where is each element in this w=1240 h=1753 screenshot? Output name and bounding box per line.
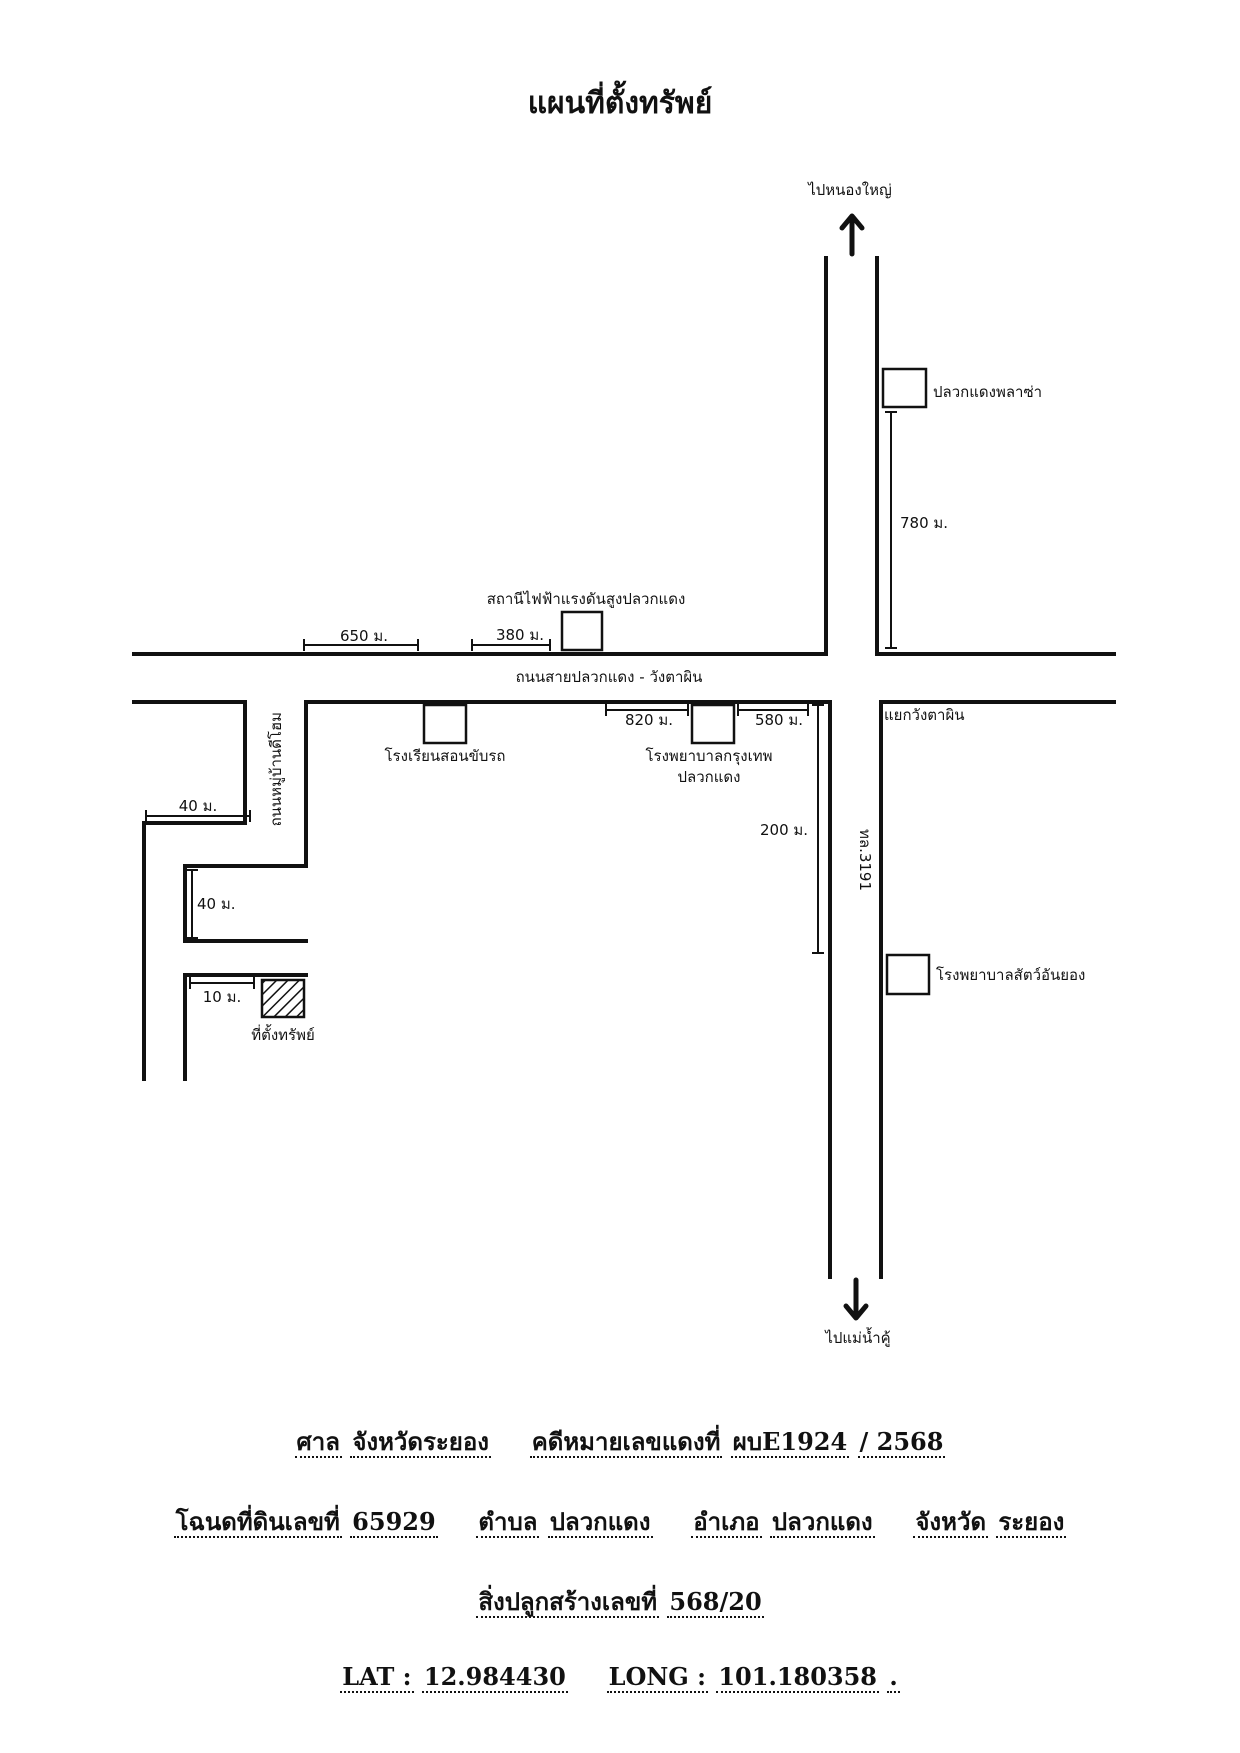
building-number: 568/20 [667, 1587, 764, 1618]
north-label: ไปหนองใหญ่ [807, 181, 892, 199]
court-case-line: ศาล จังหวัดระยอง คดีหมายเลขแดงที่ ผบE192… [0, 1422, 1240, 1461]
amphoe-prefix: อำเภอ [691, 1507, 762, 1538]
long-label: LONG : [606, 1662, 708, 1693]
driving-school-label: โรงเรียนสอนขับรถ [385, 747, 506, 765]
plaza-label: ปลวกแดงพลาซ่า [933, 383, 1042, 401]
dimension-markers [145, 411, 897, 989]
case-number: ผบE1924 [730, 1427, 850, 1458]
province: ระยอง [996, 1507, 1067, 1538]
distance-650: 650 ม. [340, 627, 388, 645]
vet-hospital-marker [885, 953, 931, 996]
end-mark: . [887, 1662, 900, 1693]
distance-40-top: 40 ม. [179, 797, 218, 815]
case-year: / 2568 [857, 1427, 946, 1458]
hospital-marker [690, 703, 736, 745]
long-value: 101.180358 [716, 1662, 880, 1693]
hospital-label-line2: ปลวกแดง [678, 768, 741, 786]
page-title: แผนที่ตั้งทรัพย์ [527, 86, 713, 121]
distance-380: 380 ม. [496, 626, 544, 644]
building-line: สิ่งปลูกสร้างเลขที่ 568/20 [0, 1582, 1240, 1621]
tambon: ปลวกแดง [547, 1507, 653, 1538]
distance-580: 580 ม. [755, 711, 803, 729]
deed-number: 65929 [350, 1507, 438, 1538]
distance-10: 10 ม. [203, 988, 242, 1006]
substation-label: สถานีไฟฟ้าแรงดันสูงปลวกแดง [487, 590, 686, 608]
lat-value: 12.984430 [421, 1662, 568, 1693]
main-road-label: ถนนสายปลวกแดง - วังตาผิน [516, 668, 703, 686]
distance-40-side: 40 ม. [197, 895, 236, 913]
driving-school-marker [422, 703, 468, 745]
side-road-west-edge [142, 700, 247, 1081]
arrow-down-icon [843, 1277, 869, 1321]
tambon-prefix: ตำบล [476, 1507, 540, 1538]
deed-line: โฉนดที่ดินเลขที่ 65929 ตำบล ปลวกแดง อำเภ… [0, 1502, 1240, 1541]
province-prefix: จังหวัด [913, 1507, 989, 1538]
distance-780: 780 ม. [900, 514, 948, 532]
side-road-label: ถนนหมู่บ้านดีโฮม [267, 712, 285, 826]
highway-label: ทล.3191 [856, 829, 874, 891]
south-label: ไปแม่น้ำคู้ [824, 1327, 890, 1347]
arrow-up-icon [839, 213, 865, 257]
lat-label: LAT : [340, 1662, 414, 1693]
case-prefix: คดีหมายเลขแดงที่ [529, 1427, 723, 1458]
distance-200: 200 ม. [760, 821, 808, 839]
property-label: ที่ตั้งทรัพย์ [251, 1024, 315, 1044]
building-prefix: สิ่งปลูกสร้างเลขที่ [476, 1587, 660, 1618]
plaza-marker [881, 367, 928, 409]
court-prefix: ศาล [294, 1427, 342, 1458]
court-province: จังหวัดระยอง [350, 1427, 491, 1458]
junction-label: แยกวังตาผิน [884, 706, 965, 724]
hatched-square-icon [260, 978, 306, 1019]
amphoe: ปลวกแดง [769, 1507, 875, 1538]
coordinates-line: LAT : 12.984430 LONG : 101.180358 . [0, 1662, 1240, 1693]
hospital-label-line1: โรงพยาบาลกรุงเทพ [645, 747, 772, 766]
substation-marker [560, 610, 604, 652]
road-lines [132, 256, 1116, 1279]
soi-edge [183, 973, 308, 1081]
deed-prefix: โฉนดที่ดินเลขที่ [173, 1507, 342, 1538]
side-road-east-edge [183, 700, 308, 943]
distance-820: 820 ม. [625, 711, 673, 729]
vet-hospital-label: โรงพยาบาลสัตว์อันยอง [936, 966, 1085, 984]
